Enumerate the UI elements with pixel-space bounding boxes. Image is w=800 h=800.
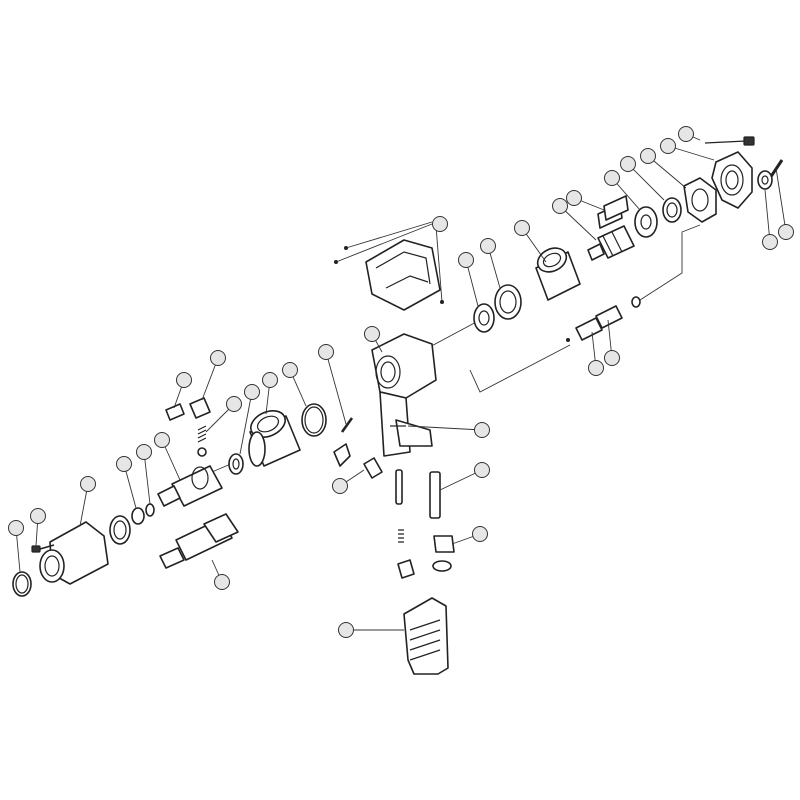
valve-stem xyxy=(566,296,641,342)
callout-balloon-bushing xyxy=(116,456,132,472)
callout-balloon-reverse-lever xyxy=(474,422,490,438)
callout-balloon-air-inlet xyxy=(472,526,488,542)
callout-balloons xyxy=(8,126,794,638)
vane xyxy=(597,195,629,229)
callout-balloon-ring-rear xyxy=(620,156,636,172)
callout-balloon-bolt-front xyxy=(30,508,46,524)
leader-reverse-lever xyxy=(407,425,483,431)
ring-rear xyxy=(662,197,682,223)
callout-balloon-throttle-rod xyxy=(474,462,490,478)
anvil-long xyxy=(159,513,239,569)
callout-balloon-vane xyxy=(566,190,582,206)
anvil xyxy=(157,465,223,507)
callout-balloon-oring-front xyxy=(8,520,24,536)
callout-balloon-ball xyxy=(210,350,226,366)
plunger xyxy=(165,403,185,421)
leader-seal xyxy=(143,451,151,505)
cylinder xyxy=(535,247,581,301)
washer xyxy=(228,453,244,475)
axis-line-valve xyxy=(469,344,571,393)
callout-balloon-anvil xyxy=(154,432,170,448)
callout-balloon-valve-stem xyxy=(588,360,604,376)
leader-pin-hammer xyxy=(325,351,347,425)
leader-end-plate xyxy=(667,145,715,161)
throttle-rod xyxy=(395,469,441,579)
assembly-axis-lines xyxy=(211,224,701,473)
axis-line-inlet xyxy=(639,224,701,301)
bolt-front xyxy=(31,515,131,553)
callout-balloon-end-plate xyxy=(660,138,676,154)
housing xyxy=(371,333,437,457)
trigger xyxy=(363,457,383,479)
callout-balloon-cylinder xyxy=(514,220,530,236)
callout-balloon-valve-body xyxy=(604,350,620,366)
air-inlet xyxy=(432,535,455,572)
spring xyxy=(197,425,207,443)
callout-balloon-trigger xyxy=(332,478,348,494)
exhaust-cover xyxy=(334,221,444,311)
pin-hammer xyxy=(333,417,354,467)
bearing-far xyxy=(757,170,773,190)
oring-front xyxy=(12,571,32,597)
gasket xyxy=(683,177,717,223)
callout-balloon-washer xyxy=(244,384,260,400)
callout-balloon-front-case xyxy=(80,476,96,492)
callout-balloon-spring xyxy=(226,396,242,412)
rear-plate xyxy=(634,206,658,238)
front-case xyxy=(39,521,109,585)
bearing-front xyxy=(494,284,522,320)
leader-rotor xyxy=(559,205,597,241)
callout-balloon-rear-plate xyxy=(604,170,620,186)
end-plate xyxy=(711,151,753,209)
grip xyxy=(403,597,449,675)
callout-balloon-rotor xyxy=(552,198,568,214)
callout-balloon-seal xyxy=(136,444,152,460)
leader-gasket xyxy=(647,155,687,189)
leader-bearing-far xyxy=(764,189,771,243)
callout-balloon-pin-far xyxy=(778,224,794,240)
rotor xyxy=(587,225,635,261)
callout-balloon-grip xyxy=(338,622,354,638)
callout-balloon-bearing-front xyxy=(480,238,496,254)
callout-balloon-gasket xyxy=(640,148,656,164)
oring-cage xyxy=(301,403,327,437)
leader-pin-far xyxy=(775,167,787,233)
axis-line-upper xyxy=(423,319,481,351)
callout-balloon-hammer-cage xyxy=(262,372,278,388)
seal xyxy=(145,503,155,517)
callout-balloon-pin-hammer xyxy=(318,344,334,360)
callout-balloon-bearing-far xyxy=(762,234,778,250)
leader-ring-rear xyxy=(627,163,665,201)
screw-top xyxy=(704,136,755,146)
callout-balloon-front-plate xyxy=(458,252,474,268)
leader-washer xyxy=(239,391,253,455)
callout-balloon-plunger xyxy=(176,372,192,388)
front-plate xyxy=(473,303,495,333)
bushing xyxy=(131,507,145,525)
callout-balloon-exhaust-cover xyxy=(432,216,448,232)
hammer-cage xyxy=(248,410,301,467)
callout-balloon-oring-cage xyxy=(282,362,298,378)
callout-balloon-anvil-long xyxy=(214,574,230,590)
callout-balloon-housing xyxy=(364,326,380,342)
ball xyxy=(189,397,211,457)
callout-balloon-screw-top xyxy=(678,126,694,142)
